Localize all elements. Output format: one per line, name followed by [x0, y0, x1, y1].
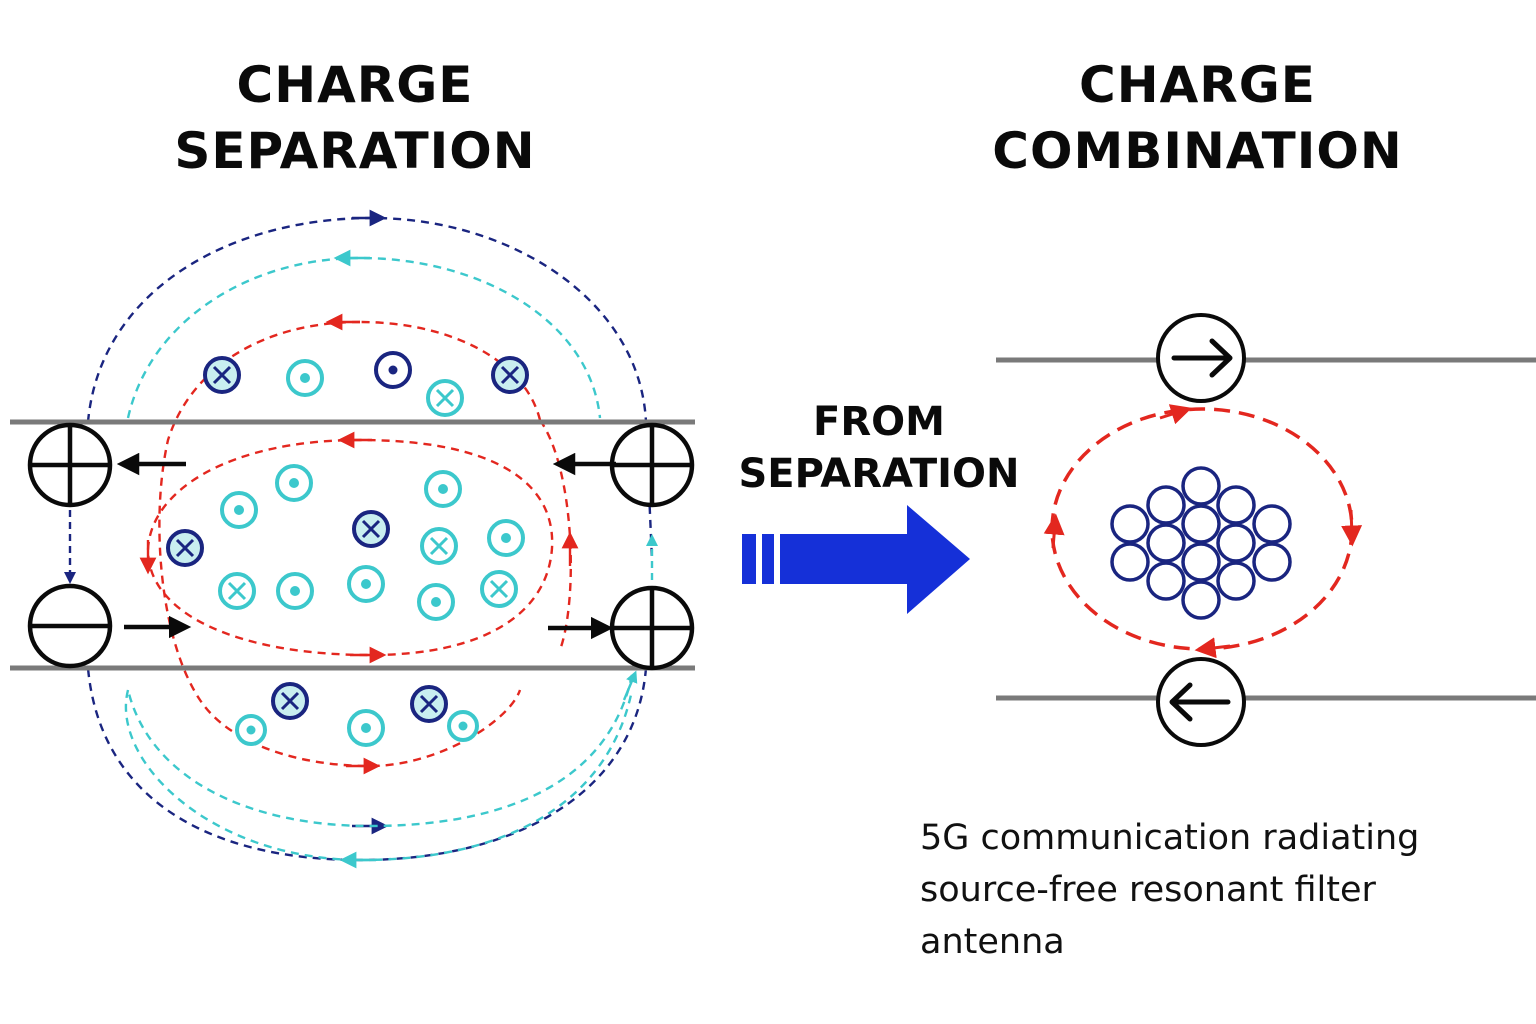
left-bottom-minus-charge-icon — [30, 586, 110, 666]
title-line: COMBINATION — [992, 122, 1403, 180]
combination-bottom-charge — [1156, 657, 1246, 747]
particle — [1252, 504, 1292, 544]
caption-line: source-free resonant filter — [920, 870, 1376, 910]
arrow-right-icon — [1171, 338, 1233, 378]
red-loop-direction-arrow — [1159, 404, 1193, 425]
out-of-page-icon — [220, 491, 258, 529]
particle — [1181, 504, 1221, 544]
red-field-line — [158, 320, 542, 768]
caption-line: 5G communication radiating — [920, 818, 1420, 858]
arrow-left-icon — [1169, 682, 1231, 722]
out-of-page-icon — [487, 519, 525, 557]
transition-label-line: SEPARATION — [738, 451, 1020, 497]
out-of-page-icon — [374, 351, 412, 389]
into-page-icon — [480, 570, 518, 608]
lower-right-flow-arrow — [622, 670, 638, 701]
charge-separation-panel — [10, 209, 695, 869]
particle — [1181, 580, 1221, 620]
particle — [1216, 523, 1256, 563]
right-bottom-plus-charge-icon — [612, 588, 692, 668]
title-line: CHARGE — [236, 56, 474, 114]
into-page-icon — [203, 356, 241, 394]
red-inner-field-line — [146, 438, 554, 657]
particle — [1181, 466, 1221, 506]
particle — [1252, 542, 1292, 582]
particle — [1216, 485, 1256, 525]
charge-combination-title: CHARGE COMBINATION — [975, 52, 1420, 184]
caption: 5G communication radiating source-free r… — [920, 812, 1520, 968]
transition-arrow — [742, 505, 970, 614]
into-page-icon — [420, 527, 458, 565]
transition-label: FROM SEPARATION — [725, 396, 1033, 500]
red-field-line — [539, 419, 573, 651]
caption-line: antenna — [920, 922, 1065, 962]
out-of-page-icon — [286, 359, 324, 397]
big-arrow-icon — [780, 505, 970, 614]
combination-top-charge — [1156, 313, 1246, 403]
title-line: SEPARATION — [174, 122, 536, 180]
particle-cluster — [1110, 466, 1292, 620]
charge-combination-panel — [996, 313, 1536, 747]
particle — [1146, 523, 1186, 563]
out-of-page-icon — [347, 565, 385, 603]
out-of-page-icon — [417, 583, 455, 621]
into-page-icon — [491, 356, 529, 394]
particle — [1110, 542, 1150, 582]
into-page-icon — [352, 510, 390, 548]
charge-separation-title: CHARGE SEPARATION — [150, 52, 560, 184]
into-page-icon — [426, 379, 464, 417]
into-page-icon — [166, 529, 204, 567]
right-top-plus-charge-icon — [612, 425, 692, 505]
into-page-icon — [271, 682, 309, 720]
particle — [1146, 561, 1186, 601]
red-loop-direction-arrow — [1043, 513, 1065, 549]
out-of-page-icon — [447, 710, 479, 742]
particle — [1146, 485, 1186, 525]
particle — [1216, 561, 1256, 601]
particle — [1181, 542, 1221, 582]
out-of-page-icon — [235, 714, 267, 746]
particle — [1110, 504, 1150, 544]
title-line: CHARGE — [1079, 56, 1316, 114]
red-loop-direction-arrow — [1341, 509, 1363, 547]
out-of-page-icon — [275, 464, 313, 502]
left-top-plus-charge-icon — [30, 425, 110, 505]
arrow-stripe — [762, 534, 774, 584]
out-of-page-icon — [424, 470, 462, 508]
transition-label-line: FROM — [813, 399, 945, 445]
arrow-stripe — [742, 534, 756, 584]
into-page-icon — [410, 685, 448, 723]
red-loop-direction-arrow — [1194, 637, 1231, 659]
into-page-icon — [218, 572, 256, 610]
out-of-page-icon — [276, 572, 314, 610]
out-of-page-icon — [347, 709, 385, 747]
outer-cyan-field-line — [124, 256, 634, 862]
